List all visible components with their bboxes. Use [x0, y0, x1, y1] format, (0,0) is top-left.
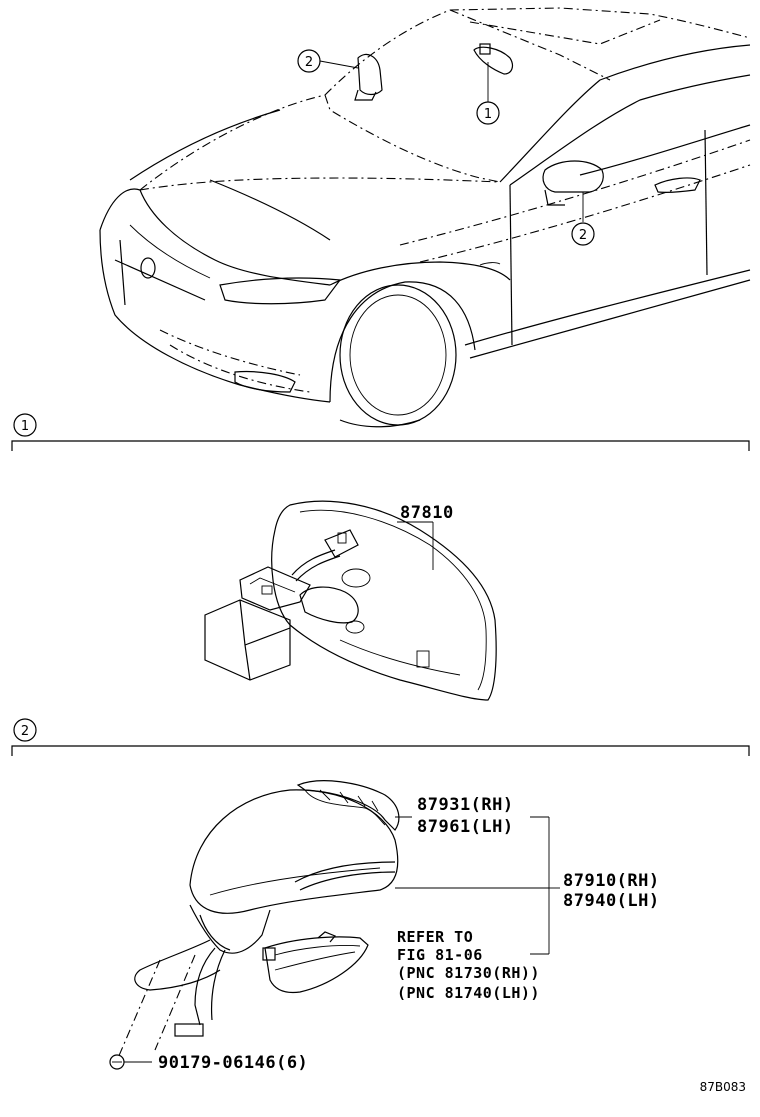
section-divider-2: 2 — [11, 718, 750, 756]
figure-code: 87B083 — [700, 1080, 746, 1094]
overview-callout-1: 1 — [476, 101, 500, 125]
section-divider-1: 1 — [11, 413, 750, 451]
section-number: 2 — [21, 724, 29, 739]
refer-to-note-line2: FIG 81-06 — [397, 946, 483, 964]
part-number-87810: 87810 — [400, 503, 454, 523]
callout-label: 2 — [305, 55, 313, 70]
overview-callout-2-right: 2 — [571, 222, 595, 246]
part-number-screw: 90179-06146(6) — [158, 1053, 308, 1073]
refer-to-note-line3: (PNC 81730(RH)) — [397, 964, 540, 982]
part-number-87910-rh: 87910(RH) — [563, 871, 660, 891]
part-number-87940-lh: 87940(LH) — [563, 891, 660, 911]
callout-label: 1 — [484, 107, 492, 122]
refer-to-note-line1: REFER TO — [397, 928, 473, 946]
part-number-87961-lh: 87961(LH) — [417, 817, 514, 837]
outer-mirror-assembly — [109, 780, 560, 1070]
overview-callout-2-left: 2 — [297, 49, 321, 73]
refer-to-note-line4: (PNC 81740(LH)) — [397, 984, 540, 1002]
section-number: 1 — [21, 419, 29, 434]
car-illustration — [99, 7, 751, 428]
callout-label: 2 — [579, 228, 587, 243]
part-number-87931-rh: 87931(RH) — [417, 795, 514, 815]
inner-rear-view-mirror — [204, 500, 497, 701]
